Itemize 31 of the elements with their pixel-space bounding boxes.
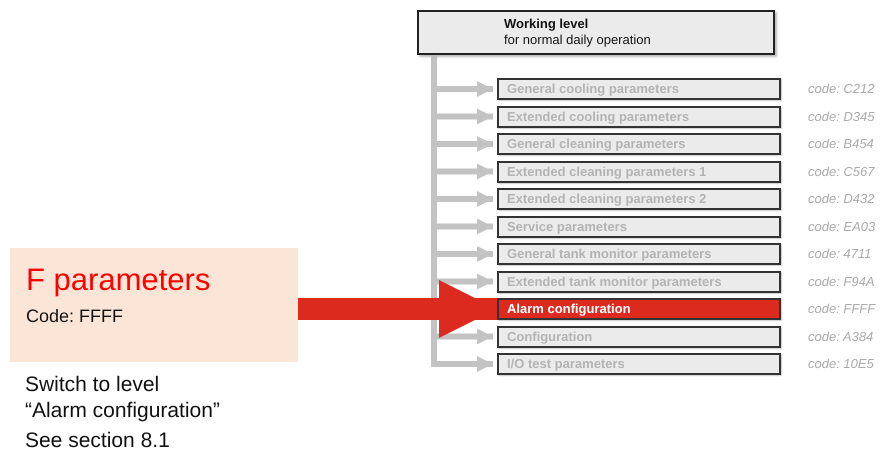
heading: F parameters <box>26 262 210 298</box>
code-label: code: D345 <box>808 108 874 124</box>
menu-item: I/O test parameters <box>497 353 781 375</box>
code-label: code: FFFF <box>808 301 876 316</box>
subheading: for normal daily operation <box>504 32 652 47</box>
code-label: code: EA03 <box>808 218 876 234</box>
note-text: Switch to level “Alarm configuration” <box>25 372 221 424</box>
menu-item: General cleaning parameters <box>497 133 781 155</box>
menu-item: Alarm configuration <box>497 298 781 320</box>
code-label: code: C212 <box>808 81 874 96</box>
menu-item: Service parameters <box>497 216 781 238</box>
menu-item: Extended cleaning parameters 2 <box>497 188 781 210</box>
menu-item: Extended cooling parameters <box>497 106 781 128</box>
info-panel <box>10 248 298 362</box>
level-box <box>417 10 775 55</box>
code-label: code: 4711 <box>808 246 872 261</box>
menu-item: General tank monitor parameters <box>497 243 781 265</box>
code-label: code: F94A <box>808 274 874 288</box>
code-label: code: 10E5 <box>808 356 874 371</box>
menu-item: Extended tank monitor parameters <box>497 270 781 292</box>
subheading: Code: FFFF <box>26 306 124 327</box>
code-label: code: A384 <box>808 328 874 344</box>
menu-item: General cooling parameters <box>497 78 781 100</box>
code-label: code: C567 <box>808 164 874 178</box>
note-text: See section 8.1 <box>25 428 171 454</box>
menu-item: Extended cleaning parameters 1 <box>497 160 781 182</box>
code-label: code: D432 <box>808 191 874 206</box>
code-label: code: B454 <box>808 136 874 151</box>
thick-arrow <box>298 280 497 338</box>
heading: Working level <box>504 16 590 31</box>
menu-item: Configuration <box>497 326 781 348</box>
